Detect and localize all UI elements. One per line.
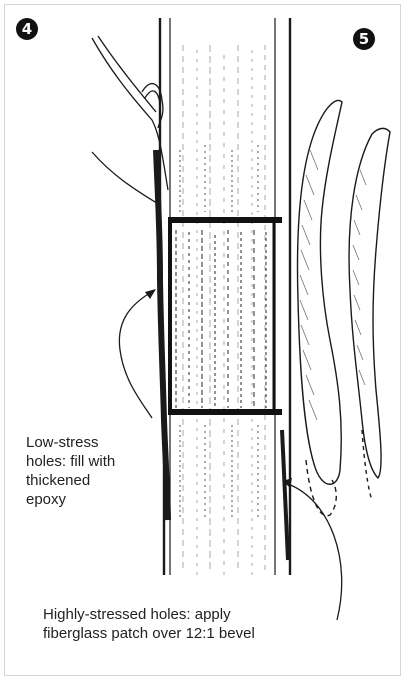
fiberglass-patch-shading [300,150,366,420]
leader-arrows [119,293,341,620]
high-stress-callout: Highly-stressed holes: apply fiberglass … [43,605,333,643]
arrowhead-low-stress [145,289,156,299]
board-grain [183,45,265,575]
board-detail [180,145,258,520]
fiberglass-patch-pieces [297,100,390,515]
low-stress-callout: Low-stress holes: fill with thickened ep… [26,433,144,509]
patch-hatching [176,230,266,408]
